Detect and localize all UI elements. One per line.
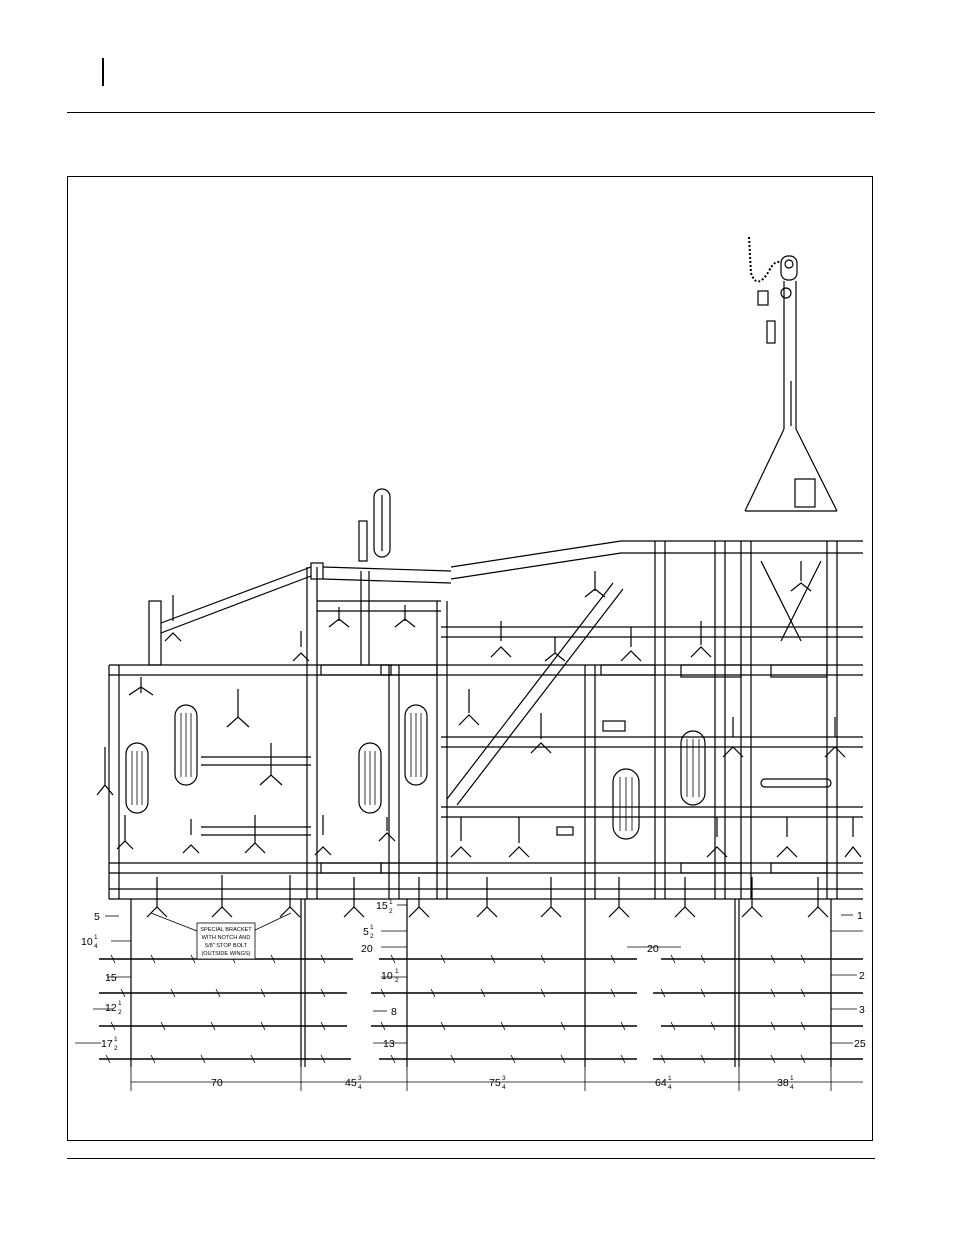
transverse-bars [109, 601, 863, 899]
svg-text:1: 1 [114, 1036, 118, 1043]
dim-10-quarter: 10 1 4 [81, 934, 98, 950]
dim-edge-3: 3 [859, 1004, 865, 1016]
svg-text:1: 1 [94, 934, 98, 941]
svg-text:4: 4 [668, 1084, 672, 1091]
longitudinal-members [109, 541, 837, 899]
footer-rule [67, 1158, 875, 1159]
svg-text:2: 2 [389, 908, 393, 915]
svg-text:5: 5 [363, 926, 369, 938]
svg-text:1: 1 [370, 924, 374, 931]
header-margin-mark [102, 58, 104, 86]
svg-text:4: 4 [502, 1084, 506, 1091]
dim-17-half: 17 1 2 [101, 1036, 118, 1052]
svg-text:4: 4 [358, 1084, 362, 1091]
cultivator-shanks [97, 561, 861, 857]
note-line-4: (OUTSIDE WINGS) [201, 951, 250, 957]
svg-text:1: 1 [118, 1000, 122, 1007]
dim-45-three-quarter: 45 3 4 [345, 1075, 362, 1091]
svg-text:15: 15 [376, 900, 388, 912]
note-line-2: WITH NOTCH AND [202, 935, 251, 941]
dim-64-quarter: 64 1 4 [655, 1075, 672, 1091]
dim-20-left: 20 [361, 943, 373, 955]
dim-20-right: 20 [647, 943, 659, 955]
svg-text:75: 75 [489, 1077, 501, 1089]
dim-12-half: 12 1 2 [105, 1000, 122, 1016]
svg-text:4: 4 [94, 943, 98, 950]
dim-10-half: 10 1 2 [381, 968, 399, 984]
svg-text:10: 10 [81, 936, 93, 948]
note-line-3: 5/8" STOP BOLT [205, 943, 248, 949]
header-rule [67, 112, 875, 113]
svg-text:1: 1 [389, 899, 393, 906]
svg-text:1: 1 [668, 1075, 672, 1082]
safety-chain [749, 237, 781, 282]
svg-text:1: 1 [790, 1075, 794, 1082]
top-gauge-wheel [359, 489, 390, 561]
transport-tires [126, 705, 705, 839]
note-line-1: SPECIAL BRACKET [200, 927, 252, 933]
dim-13: 13 [383, 1038, 395, 1050]
svg-text:10: 10 [381, 970, 393, 982]
dim-edge-1: 1 [857, 910, 863, 922]
svg-text:64: 64 [655, 1077, 667, 1089]
cultivator-frame-drawing: SPECIAL BRACKET WITH NOTCH AND 5/8" STOP… [68, 177, 872, 1140]
special-bracket-note: SPECIAL BRACKET WITH NOTCH AND 5/8" STOP… [197, 923, 255, 959]
drawing-frame: SPECIAL BRACKET WITH NOTCH AND 5/8" STOP… [67, 176, 873, 1141]
dim-5: 5 [94, 911, 100, 923]
dim-38-quarter: 38 1 4 [777, 1075, 794, 1091]
svg-text:2: 2 [118, 1009, 122, 1016]
dim-5-half: 5 1 2 [363, 924, 374, 940]
svg-text:12: 12 [105, 1002, 117, 1014]
svg-text:17: 17 [101, 1038, 113, 1050]
dim-8: 8 [391, 1006, 397, 1018]
svg-text:2: 2 [370, 933, 374, 940]
dim-15: 15 [105, 972, 117, 984]
harrow-teeth [106, 955, 805, 1063]
svg-text:1: 1 [395, 968, 399, 975]
svg-text:3: 3 [502, 1075, 506, 1082]
svg-text:45: 45 [345, 1077, 357, 1089]
hydraulic-cylinders [321, 665, 831, 873]
svg-text:2: 2 [114, 1045, 118, 1052]
svg-text:3: 3 [358, 1075, 362, 1082]
harrow-bars [99, 959, 863, 1059]
dimension-lines [75, 905, 863, 1091]
hitch-tongue [745, 256, 837, 511]
svg-text:4: 4 [790, 1084, 794, 1091]
svg-text:38: 38 [777, 1077, 789, 1089]
dim-15-half: 15 1 2 [376, 899, 393, 915]
dim-70: 70 [211, 1077, 223, 1089]
dim-75-three-quarter: 75 3 4 [489, 1075, 506, 1091]
dim-edge-2: 2 [859, 970, 865, 982]
rear-row-shanks [147, 875, 828, 917]
svg-text:2: 2 [395, 977, 399, 984]
dim-edge-25: 25 [854, 1038, 866, 1050]
